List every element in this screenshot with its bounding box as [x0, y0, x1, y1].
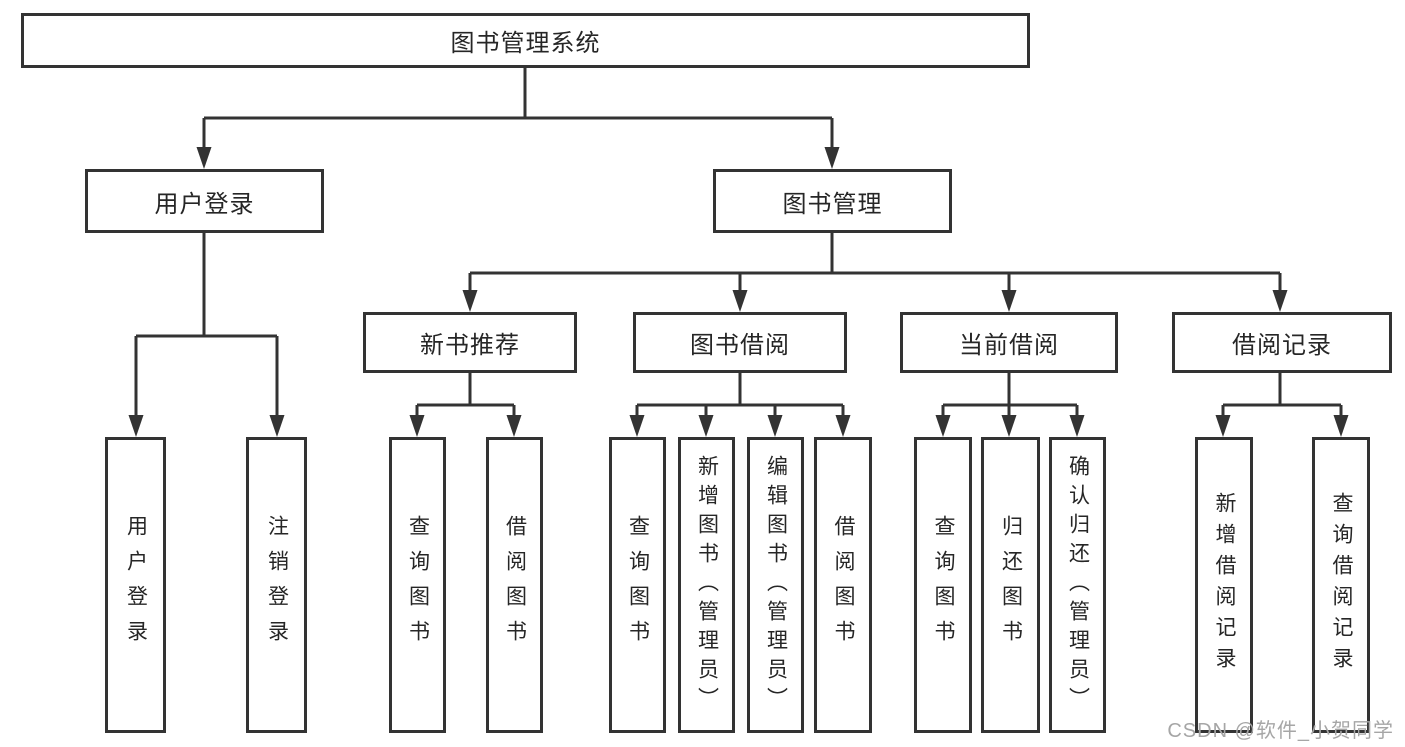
node-leaf-borrowing-query-books: 查询图书: [609, 437, 666, 733]
node-leaf-records-query-record: 查询借阅记录: [1312, 437, 1370, 733]
node-leaf-logout: 注销登录: [246, 437, 307, 733]
node-leaf-current-return-books: 归还图书: [981, 437, 1040, 733]
node-new-book-recommend: 新书推荐: [363, 312, 577, 373]
node-leaf-recommend-borrow-books: 借阅图书: [486, 437, 543, 733]
node-leaf-current-query-books-label: 查询图书: [932, 515, 955, 655]
node-current-borrowing: 当前借阅: [900, 312, 1118, 373]
node-leaf-recommend-query-books-label: 查询图书: [406, 515, 430, 655]
node-leaf-borrowing-add-books: 新增图书（管理员）: [678, 437, 735, 733]
node-leaf-records-add-record-label: 新增借阅记录: [1213, 492, 1236, 678]
node-leaf-current-query-books: 查询图书: [914, 437, 972, 733]
node-leaf-current-confirm-return-label: 确认归还（管理员）: [1066, 454, 1090, 716]
node-borrowing-records-label: 借阅记录: [1232, 332, 1332, 359]
node-leaf-current-confirm-return: 确认归还（管理员）: [1049, 437, 1106, 733]
node-book-borrowing: 图书借阅: [633, 312, 847, 373]
node-new-book-recommend-label: 新书推荐: [420, 332, 520, 359]
node-borrowing-records: 借阅记录: [1172, 312, 1392, 373]
connector-arrowheads: [128, 147, 1349, 437]
node-current-borrowing-label: 当前借阅: [959, 332, 1059, 359]
node-leaf-borrowing-borrow-books-label: 借阅图书: [832, 515, 855, 655]
node-leaf-borrowing-add-books-label: 新增图书（管理员）: [695, 454, 719, 716]
node-leaf-borrowing-edit-books: 编辑图书（管理员）: [747, 437, 804, 733]
node-leaf-recommend-borrow-books-label: 借阅图书: [503, 515, 527, 655]
node-book-management-label: 图书管理: [782, 190, 883, 218]
node-book-management: 图书管理: [713, 169, 952, 233]
node-leaf-recommend-query-books: 查询图书: [389, 437, 446, 733]
node-user-login-label: 用户登录: [154, 190, 255, 218]
node-root: 图书管理系统: [21, 13, 1030, 68]
node-leaf-current-return-books-label: 归还图书: [999, 515, 1023, 655]
node-leaf-user-login: 用户登录: [105, 437, 166, 733]
node-book-borrowing-label: 图书借阅: [690, 332, 790, 359]
node-leaf-borrowing-query-books-label: 查询图书: [626, 515, 650, 655]
node-leaf-borrowing-edit-books-label: 编辑图书（管理员）: [764, 454, 788, 716]
node-leaf-user-login-label: 用户登录: [124, 515, 148, 655]
node-root-label: 图书管理系统: [450, 30, 601, 57]
watermark: CSDN @软件_小贺同学: [1167, 720, 1394, 742]
node-leaf-logout-label: 注销登录: [265, 515, 289, 655]
node-leaf-records-query-record-label: 查询借阅记录: [1330, 492, 1353, 678]
node-leaf-borrowing-borrow-books: 借阅图书: [814, 437, 872, 733]
node-leaf-records-add-record: 新增借阅记录: [1195, 437, 1253, 733]
node-user-login: 用户登录: [85, 169, 324, 233]
